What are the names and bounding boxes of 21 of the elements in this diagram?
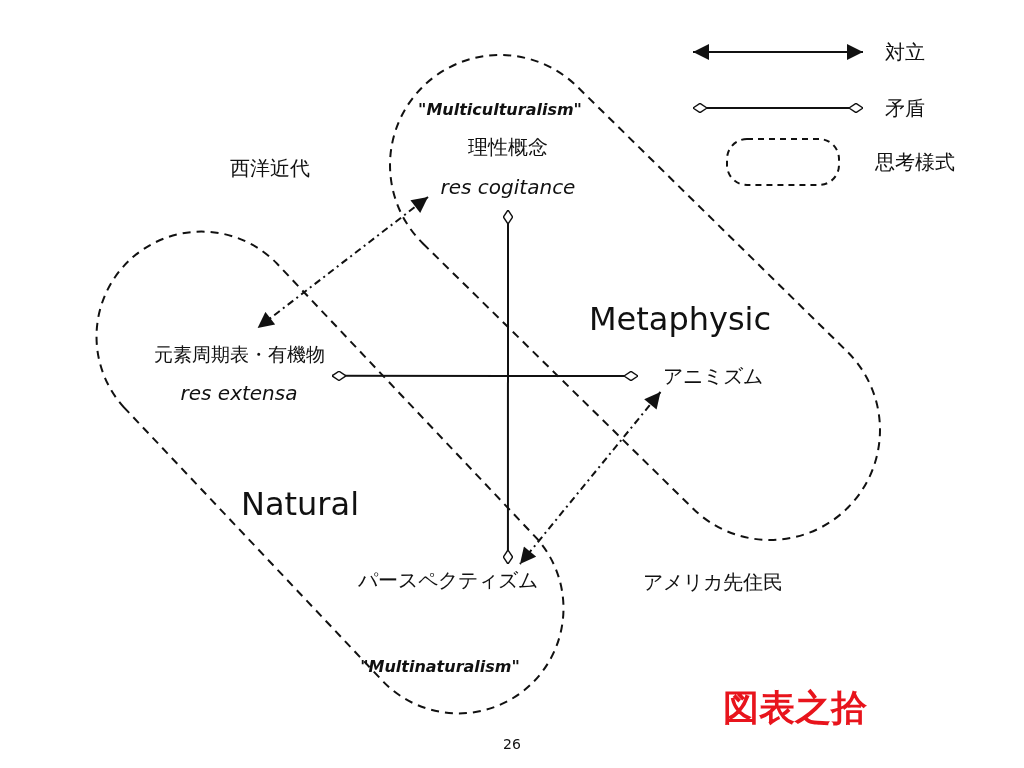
legend-label: 思考様式 [875, 151, 955, 173]
concept-heading: "Multiculturalism" [418, 101, 582, 119]
annotation-label: アメリカ先住民 [643, 571, 783, 593]
region-title: Natural [241, 487, 359, 523]
annotation-label: 西洋近代 [230, 157, 310, 179]
diamond-ended-line [502, 209, 514, 565]
double-arrow [519, 391, 662, 565]
diamond-ended-line [331, 370, 639, 382]
page-number: 26 [503, 737, 521, 753]
concept-label: 理性概念 [468, 135, 548, 158]
latin-term: res extensa [180, 382, 298, 405]
region-title: Metaphysic [588, 302, 772, 338]
legend-label: 対立 [885, 41, 925, 63]
double-arrow [256, 195, 429, 329]
legend-label: 矛盾 [885, 97, 925, 119]
concept-heading: "Multinaturalism" [360, 658, 520, 676]
concept-label: アニミズム [663, 365, 763, 387]
concept-label: パースペクティズム [358, 569, 538, 591]
concept-label: 元素周期表・有機物 [153, 343, 325, 365]
latin-term: res cogitance [440, 175, 576, 198]
figure-title: 図表之拾 [723, 688, 867, 728]
